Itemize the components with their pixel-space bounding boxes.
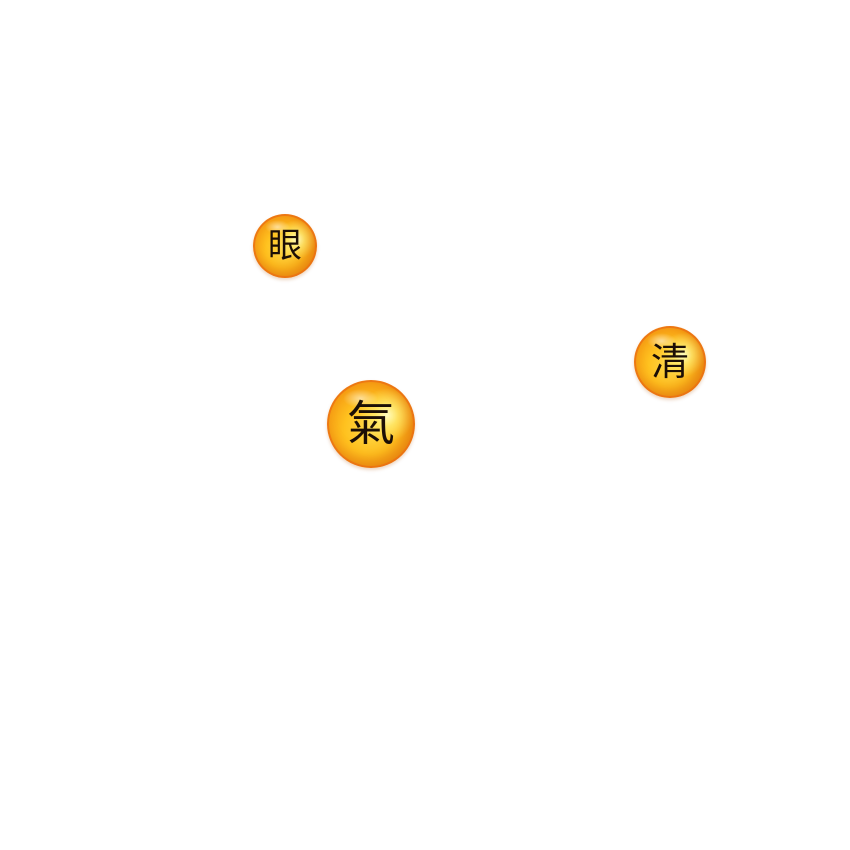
orb-clear: 清 [634,326,706,398]
orb-eye-char: 眼 [268,226,302,266]
orb-eye: 眼 [253,214,317,278]
orb-qi: 氣 [327,380,415,468]
orb-qi-char: 氣 [346,396,395,452]
orb-clear-char: 清 [650,340,689,384]
